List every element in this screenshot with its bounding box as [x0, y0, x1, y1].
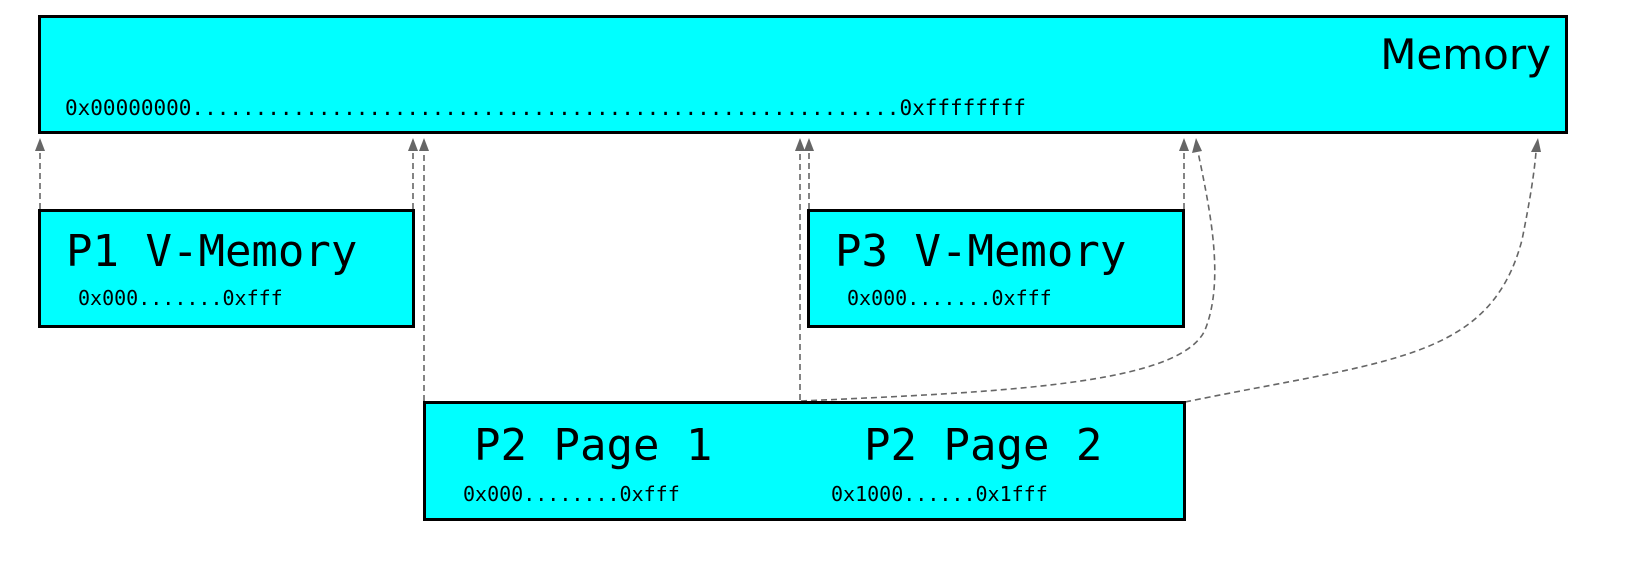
arrowhead-p2-page1-start [419, 138, 429, 151]
arrowhead-p1-start [35, 138, 45, 151]
arrowhead-p2-page2-end [1531, 138, 1541, 152]
arrowhead-p3-start [804, 138, 814, 151]
memory-title: Memory [1380, 30, 1551, 79]
arrowhead-p3-end [1179, 138, 1189, 151]
p3-title: P3 V-Memory [835, 226, 1127, 277]
connector-p2-page2-end [1184, 151, 1537, 403]
p2-pages-box: P2 Page 1 0x000........0xfff P2 Page 2 0… [423, 401, 1186, 521]
p2-page1-title: P2 Page 1 [474, 420, 713, 471]
p3-virtual-memory-box: P3 V-Memory 0x000.......0xfff [807, 209, 1185, 328]
p3-address-range: 0x000.......0xfff [847, 286, 1052, 310]
memory-address-range: 0x00000000..............................… [65, 96, 1026, 120]
p1-virtual-memory-box: P1 V-Memory 0x000.......0xfff [38, 209, 415, 328]
p2-page1-address-range: 0x000........0xfff [463, 482, 680, 506]
physical-memory-box: Memory 0x00000000.......................… [38, 15, 1568, 134]
p1-address-range: 0x000.......0xfff [78, 286, 283, 310]
arrowhead-p1-end [408, 138, 418, 151]
arrowhead-p2-page1-end [795, 138, 805, 151]
p2-page2-title: P2 Page 2 [864, 420, 1103, 471]
arrowhead-p2-page2-start [1192, 138, 1202, 153]
p1-title: P1 V-Memory [66, 226, 358, 277]
p2-page2-address-range: 0x1000......0x1fff [831, 482, 1048, 506]
